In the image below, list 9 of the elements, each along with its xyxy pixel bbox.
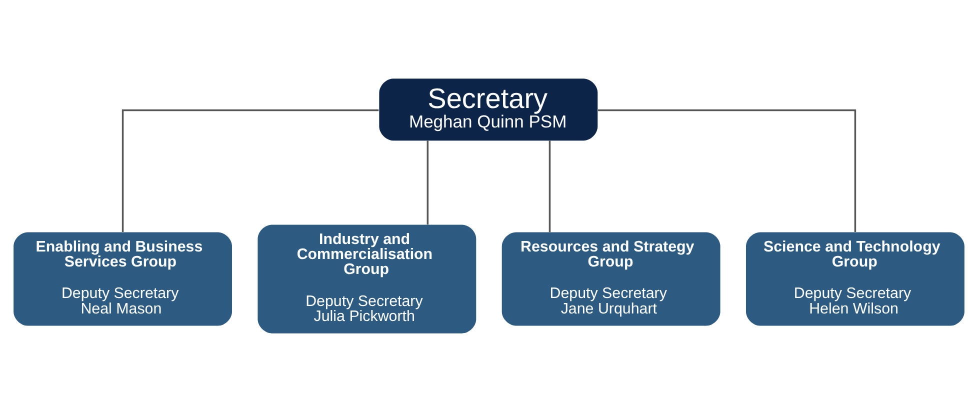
connector: [548, 140, 551, 232]
connector: [426, 140, 429, 224]
node-box: Enabling and Business Services Group Deputy Secretary Neal Mason: [14, 232, 232, 326]
node-box: Industry and Commercialisation Group Deputy Secretary Julia Pickworth: [258, 224, 476, 333]
node-box: Science and Technology Group Deputy Secretary Helen Wilson: [746, 232, 964, 326]
node-box: Secretary Meghan Quinn PSM: [379, 78, 598, 140]
node-box: Resources and Strategy Group Deputy Secretary Jane Urquhart: [502, 232, 720, 326]
connector: [598, 108, 856, 232]
connector: [122, 108, 379, 232]
